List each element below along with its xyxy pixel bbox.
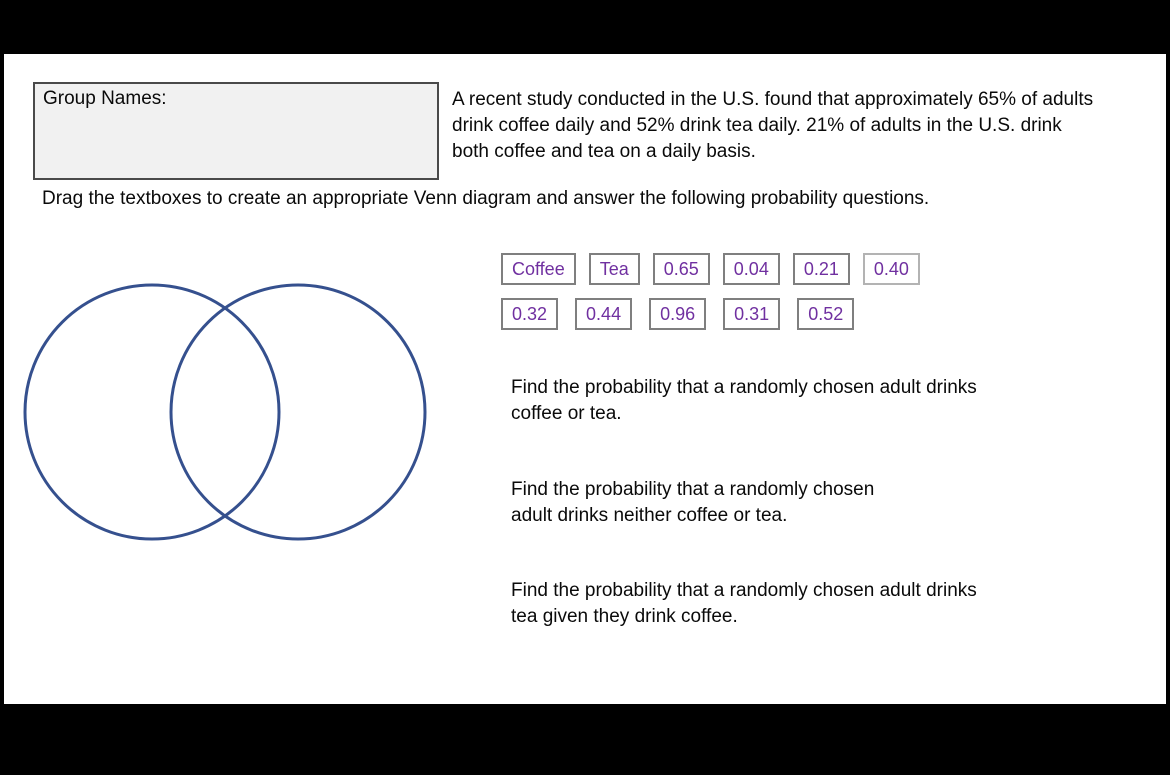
textbox-chip-0-04[interactable]: 0.04 xyxy=(722,253,780,285)
textbox-chip-0-96[interactable]: 0.96 xyxy=(649,298,707,330)
textbox-chip-0-40[interactable]: 0.40 xyxy=(862,253,920,285)
question-1-line-2: coffee or tea. xyxy=(511,403,622,424)
textbox-chip-tea[interactable]: Tea xyxy=(588,253,640,285)
venn-diagram xyxy=(23,283,427,541)
textbox-chip-0-52[interactable]: 0.52 xyxy=(797,298,855,330)
venn-circle-left[interactable] xyxy=(23,283,281,541)
textbox-chip-0-44[interactable]: 0.44 xyxy=(575,298,633,330)
intro-line-1: A recent study conducted in the U.S. fou… xyxy=(452,89,1094,110)
question-2: Find the probability that a randomly cho… xyxy=(511,477,874,529)
textbox-row-2: 0.32 0.44 0.96 0.31 0.52 xyxy=(501,298,855,330)
group-names-box[interactable]: Group Names: xyxy=(33,82,439,180)
intro-paragraph: A recent study conducted in the U.S. fou… xyxy=(452,87,1093,165)
question-1-line-1: Find the probability that a randomly cho… xyxy=(511,377,977,398)
question-3: Find the probability that a randomly cho… xyxy=(511,578,977,630)
question-3-line-2: tea given they drink coffee. xyxy=(511,606,738,627)
textbox-chip-0-31[interactable]: 0.31 xyxy=(723,298,781,330)
question-3-line-1: Find the probability that a randomly cho… xyxy=(511,580,977,601)
intro-line-3: both coffee and tea on a daily basis. xyxy=(452,141,756,162)
textbox-chip-0-32[interactable]: 0.32 xyxy=(501,298,559,330)
question-2-line-2: adult drinks neither coffee or tea. xyxy=(511,505,788,526)
intro-line-2: drink coffee daily and 52% drink tea dai… xyxy=(452,115,1062,136)
group-names-label: Group Names: xyxy=(43,88,167,109)
question-2-line-1: Find the probability that a randomly cho… xyxy=(511,479,875,500)
worksheet-page: Group Names: A recent study conducted in… xyxy=(4,54,1166,704)
textbox-chip-coffee[interactable]: Coffee xyxy=(501,253,576,285)
instruction-text: Drag the textboxes to create an appropri… xyxy=(42,188,930,209)
question-1: Find the probability that a randomly cho… xyxy=(511,375,977,427)
venn-circle-right[interactable] xyxy=(169,283,427,541)
textbox-chip-0-65[interactable]: 0.65 xyxy=(652,253,710,285)
textbox-row-1: Coffee Tea 0.65 0.04 0.21 0.40 xyxy=(501,253,920,285)
textbox-chip-0-21[interactable]: 0.21 xyxy=(792,253,850,285)
